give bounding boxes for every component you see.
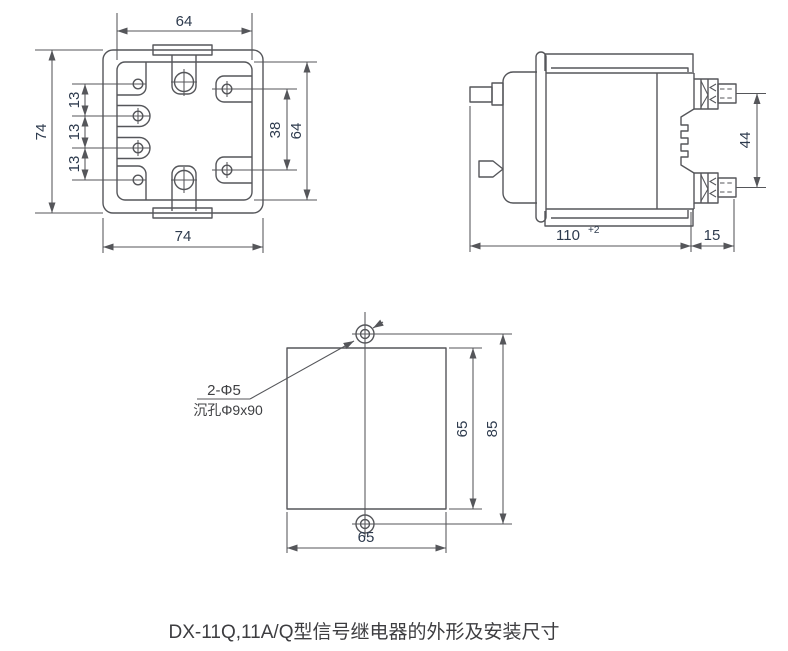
hole-callout-line1: 2-Φ5 (207, 382, 241, 399)
dim-front-top-width: 64 (176, 13, 193, 30)
dim-front-pitch-1: 13 (66, 92, 83, 109)
panel-extension-lines (286, 333, 512, 553)
panel-dimension-lines (287, 334, 507, 552)
indicator-flag (478, 160, 504, 178)
dim-front-bottom-width: 74 (175, 228, 192, 245)
side-dimension-lines (470, 93, 761, 250)
mounting-brackets (544, 53, 694, 227)
left-terminal-column (117, 62, 151, 200)
dim-panel-cutout-height: 65 (454, 421, 471, 438)
panel-cutout-square (286, 347, 447, 510)
dim-front-left-height: 74 (33, 124, 50, 141)
bottom-terminal-assembly (693, 172, 737, 204)
dim-side-terminal-span: 44 (737, 132, 754, 149)
center-terminal-tabs (171, 55, 197, 211)
dim-side-depth: 110 (556, 227, 580, 244)
side-extension-lines (469, 92, 766, 252)
side-view-drawing: 110 +2 15 44 (469, 51, 766, 252)
front-dimension-lines (48, 27, 311, 251)
front-view-drawing: 64 74 13 13 13 38 64 74 (33, 13, 317, 253)
dim-side-terminal-length: 15 (704, 227, 721, 244)
relay-case-outline (102, 44, 264, 219)
panel-cutout-drawing: 2-Φ5 沉孔Φ9x90 65 85 65 (193, 312, 512, 553)
dim-front-pitch-3: 13 (66, 156, 83, 173)
hole-callout-line2: 沉孔Φ9x90 (193, 402, 263, 418)
hole-callout-leader (197, 319, 384, 400)
reset-button (469, 86, 493, 103)
dim-front-pitch-2: 13 (66, 124, 83, 141)
dim-side-depth-tolerance: +2 (588, 225, 600, 236)
right-terminal-column (215, 75, 252, 184)
relay-body-side (469, 51, 695, 223)
dim-panel-hole-pitch: 85 (484, 421, 501, 438)
dim-panel-cutout-width: 65 (358, 529, 375, 546)
dim-front-inner-height: 64 (288, 123, 305, 140)
drawing-caption: DX-11Q,11A/Q型信号继电器的外形及安装尺寸 (169, 621, 560, 643)
dim-front-terminal-span: 38 (267, 122, 284, 139)
top-terminal-assembly (693, 78, 737, 110)
